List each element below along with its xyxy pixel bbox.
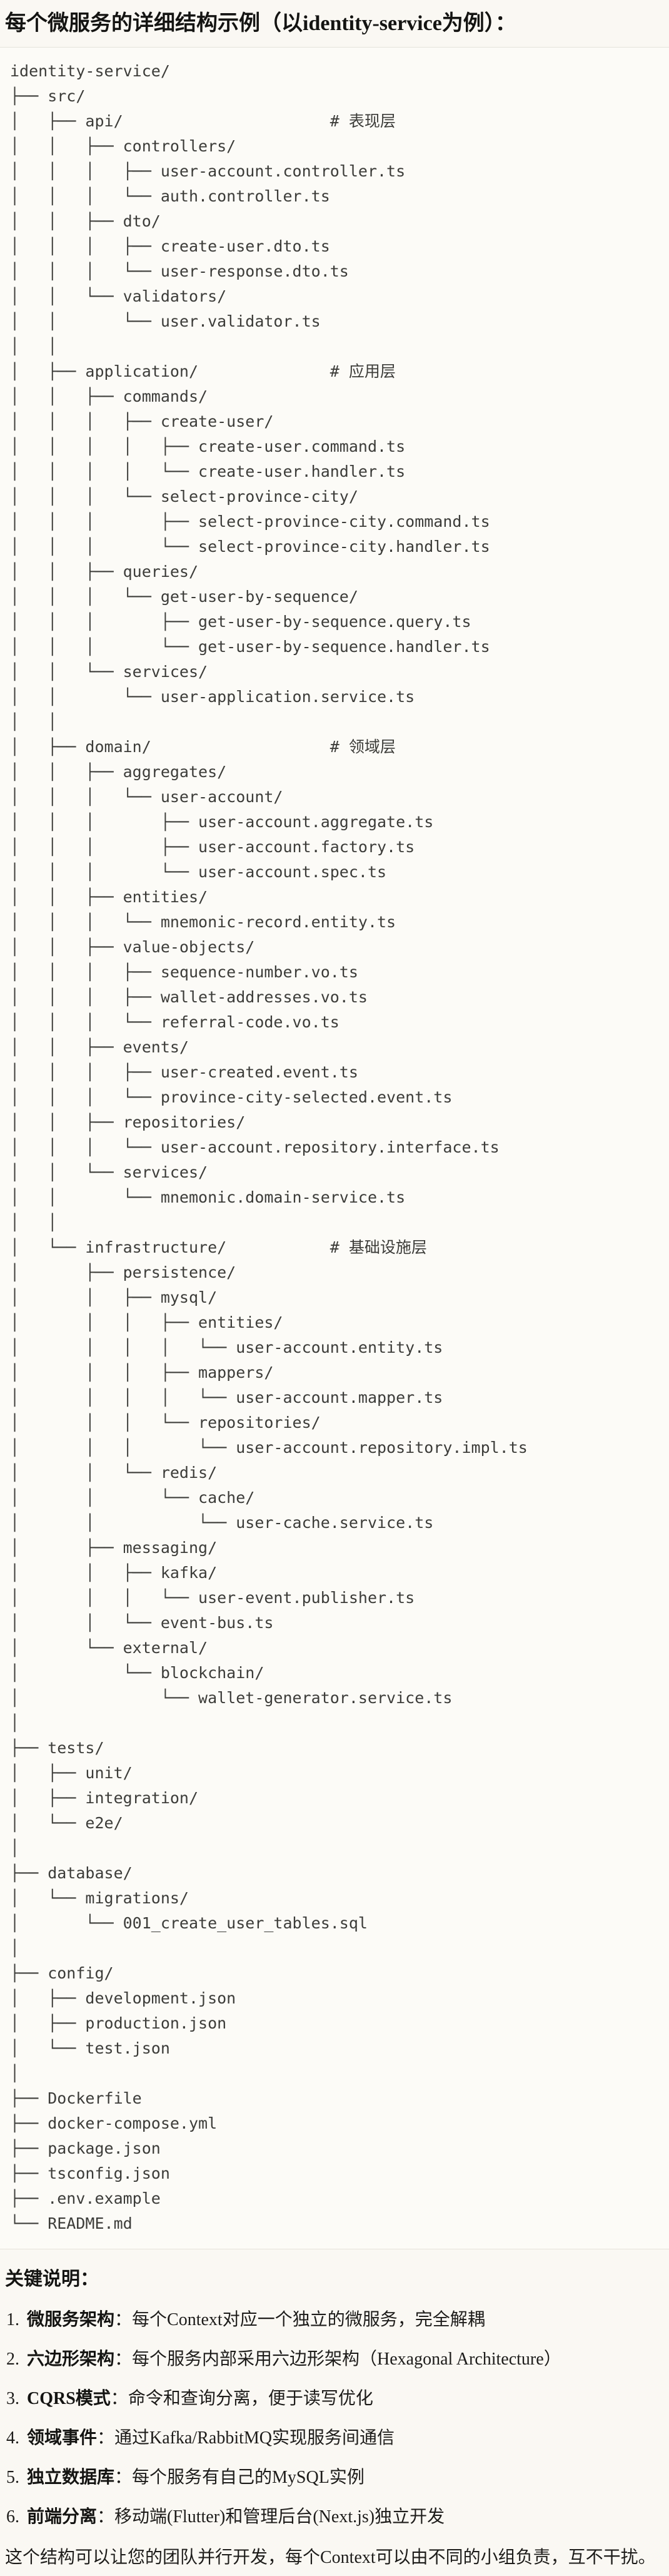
item-label: 独立数据库 [27,2468,115,2487]
item-number: 6. [6,2507,19,2527]
item-text: 每个Context对应一个独立的微服务，完全解耦 [132,2310,485,2329]
list-item: 4. 领域事件：通过Kafka/RabbitMQ实现服务间通信 [6,2426,663,2451]
list-item: 2. 六边形架构：每个服务内部采用六边形架构（Hexagonal Architec… [6,2347,663,2372]
item-text: 命令和查询分离，便于读写优化 [128,2389,373,2408]
notes-list: 1.微服务架构：每个Context对应一个独立的微服务，完全解耦 2.六边形架构… [5,2308,663,2530]
item-separator: ： [97,2428,115,2448]
item-number: 1. [6,2310,19,2329]
item-label: 六边形架构 [27,2349,115,2369]
code-block: identity-service/ ├── src/ │ ├── api/ # … [0,47,669,2249]
item-number: 3. [6,2389,19,2408]
item-number: 4. [6,2428,19,2448]
notes-heading: 关键说明： [5,2269,99,2289]
item-separator: ： [114,2468,133,2487]
item-text: 每个服务有自己的MySQL实例 [132,2468,365,2487]
item-label: 前端分离 [27,2507,98,2527]
item-text: 每个服务内部采用六边形架构（Hexagonal Architecture） [132,2349,561,2369]
item-separator: ： [114,2310,133,2329]
item-separator: ： [110,2389,128,2408]
notes-section: 关键说明： 1.微服务架构：每个Context对应一个独立的微服务，完全解耦 2… [0,2266,669,2575]
item-label: 微服务架构 [27,2310,115,2329]
item-text: 移动端(Flutter)和管理后台(Next.js)独立开发 [114,2507,445,2527]
item-label: CQRS模式 [27,2389,111,2408]
directory-tree: identity-service/ ├── src/ │ ├── api/ # … [10,62,528,2232]
page-title: 每个微服务的详细结构示例（以identity-service为例）： [5,12,516,35]
list-item: 3. CQRS模式：命令和查询分离，便于读写优化 [6,2386,663,2411]
item-label: 领域事件 [27,2428,98,2448]
list-item: 6. 前端分离：移动端(Flutter)和管理后台(Next.js)独立开发 [6,2505,663,2530]
item-number: 2. [6,2349,19,2369]
item-text: 通过Kafka/RabbitMQ实现服务间通信 [114,2428,395,2448]
list-item: 1. 微服务架构：每个Context对应一个独立的微服务，完全解耦 [6,2308,663,2333]
item-number: 5. [6,2468,19,2487]
item-separator: ： [114,2349,133,2369]
item-separator: ： [97,2507,115,2527]
list-item: 5. 独立数据库：每个服务有自己的MySQL实例 [6,2465,663,2490]
closing-paragraph: 这个结构可以让您的团队并行开发，每个Context可以由不同的小组负责，互不干扰… [5,2548,656,2567]
